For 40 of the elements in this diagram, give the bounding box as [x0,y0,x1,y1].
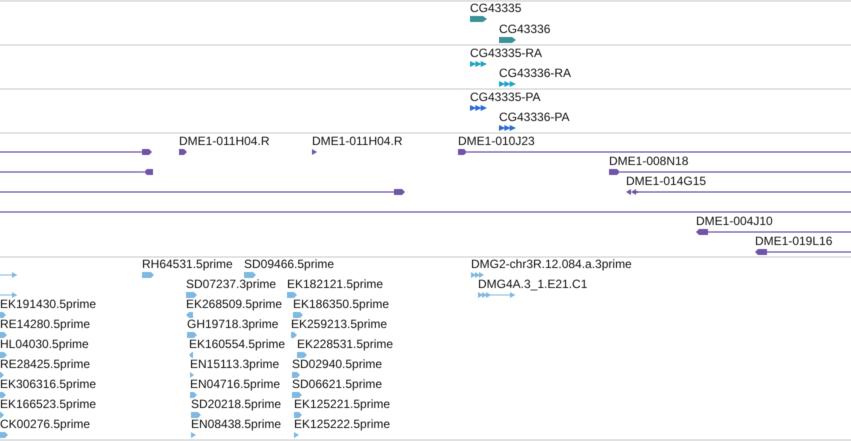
feature-label: EK182121.5prime [287,277,384,291]
feature-label: CG43335-RA [470,46,542,60]
feature-label: RE28425.5prime [0,357,90,371]
feature-label: EK306316.5prime [0,377,96,391]
feature-label: SD06621.5prime [292,377,382,391]
feature-label: SD09466.5prime [244,257,334,271]
feature-label: GH19718.3prime [187,317,278,331]
feature-label: EK228531.5prime [297,337,394,351]
feature-label: SD02940.5prime [292,357,382,371]
feature-label: DMG4A.3_1.E21.C1 [478,277,588,291]
feature-label: EK186350.5prime [293,297,390,311]
feature-label: CG43336-PA [499,110,570,124]
feature-label: EK166523.5prime [0,397,96,411]
feature-label: EK259213.5prime [291,317,388,331]
feature-label: HL04030.5prime [0,337,89,351]
feature-label: EN08438.5prime [191,417,282,431]
feature-label: CG43336 [499,22,550,36]
feature-label: EN15113.3prime [190,357,280,371]
feature-label: DME1-008N18 [609,154,688,168]
feature-label: DMG2-chr3R.12.084.a.3prime [471,257,632,271]
feature-label: EK125222.5prime [294,417,390,431]
feature-label: CG43336-RA [499,66,572,80]
feature-label: SD07237.3prime [186,277,276,291]
feature-label: EK125221.5prime [294,397,390,411]
feature-label: RE14280.5prime [0,317,90,331]
feature-label: CK00276.5prime [0,417,90,431]
feature-label: EK191430.5prime [0,297,96,311]
feature-label: DME1-010J23 [458,134,535,148]
feature-label: DME1-011H04.R [179,134,270,148]
feature-label: DME1-004J10 [696,214,773,228]
feature-label: SD20218.5prime [191,397,282,411]
feature-label: EK268509.5prime [186,297,282,311]
feature-label: DME1-014G15 [626,174,706,188]
feature-label: DME1-011H04.R [312,134,402,148]
feature-label: CG43335 [470,1,522,15]
feature-label: DME1-019L16 [755,234,832,248]
feature-label: EN04716.5prime [190,377,280,391]
feature-label: RH64531.5prime [142,257,233,271]
feature-label: EK160554.5prime [189,337,286,351]
feature-label: CG43335-PA [470,90,540,104]
